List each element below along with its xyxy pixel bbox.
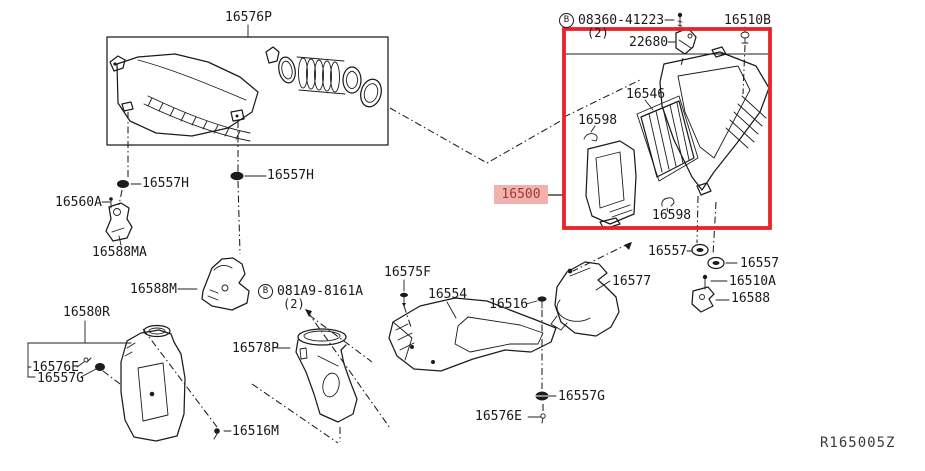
part-label-08360-41223[interactable]: 08360-41223 <box>578 13 665 28</box>
clip-16598-upper <box>583 133 598 142</box>
part-label-16557-left[interactable]: 16557 <box>648 244 688 259</box>
part-label-16510a[interactable]: 16510A <box>729 274 776 289</box>
part-label-16516m[interactable]: 16516M <box>232 424 279 439</box>
part-label-16577[interactable]: 16577 <box>612 274 652 289</box>
part-label-16598-lower[interactable]: 16598 <box>652 208 692 223</box>
part-drawing-16598-bracket <box>585 140 637 230</box>
part-label-16557g-left[interactable]: 16557G <box>37 371 84 386</box>
part-label-16575f[interactable]: 16575F <box>384 265 431 280</box>
centerline-16557g-left <box>102 370 121 385</box>
fastener-16510b <box>740 31 750 44</box>
fastener-16516m <box>213 428 220 440</box>
part-label-16510b[interactable]: 16510B <box>724 13 771 28</box>
bolt-badge-b2: B <box>559 13 574 28</box>
grommet-16557-right <box>707 256 725 270</box>
fastener-16576e-left <box>83 357 92 363</box>
part-label-16557h-left[interactable]: 16557H <box>142 176 189 191</box>
part-label-16588[interactable]: 16588 <box>731 291 771 306</box>
part-label-16576e-left[interactable]: 16576E <box>32 360 79 375</box>
leader-16580r-bracket <box>27 320 132 378</box>
part-label-16588ma[interactable]: 16588MA <box>92 245 147 260</box>
part-drawing-16576p-air-duct <box>109 46 382 142</box>
part-label-16560a[interactable]: 16560A <box>55 195 102 210</box>
part-label-16578p[interactable]: 16578P <box>232 341 279 356</box>
fastener-16516 <box>537 296 547 309</box>
part-label-16557h-right[interactable]: 16557H <box>267 168 314 183</box>
grommet-16557g-left <box>95 363 105 371</box>
grommet-16557-left <box>691 243 709 257</box>
qty-081a9-8161a: (2) <box>283 297 305 311</box>
part-label-16557-right[interactable]: 16557 <box>740 256 780 271</box>
fastener-screw-08360 <box>677 12 683 30</box>
part-drawing-16500-cover <box>659 46 770 196</box>
part-drawing-16588ma-bracket <box>105 202 133 242</box>
part-drawing-16554-duct <box>388 297 557 372</box>
centerlines <box>142 44 746 444</box>
part-drawing-16577-duct <box>550 261 620 337</box>
part-label-16580r[interactable]: 16580R <box>63 305 110 320</box>
part-label-16546[interactable]: 16546 <box>626 87 666 102</box>
part-drawing-16588m-bracket <box>201 257 250 311</box>
part-label-16576p[interactable]: 16576P <box>225 10 272 25</box>
part-drawing-16578p-duct <box>295 328 358 423</box>
clip-16598-lower <box>661 197 675 207</box>
fastener-16576e-mid <box>540 413 546 424</box>
part-label-16516[interactable]: 16516 <box>489 297 529 312</box>
part-label-22680[interactable]: 22680 <box>629 35 669 50</box>
diagram-ref-code: R165005Z <box>820 435 896 451</box>
part-label-16588m[interactable]: 16588M <box>130 282 177 297</box>
assembly-box-16576p <box>106 36 389 146</box>
grommet-16557h-left <box>117 180 129 188</box>
arrowhead-b1 <box>305 309 312 317</box>
part-drawing-16546-filter <box>636 95 699 182</box>
bolt-badge-b1: B <box>258 284 273 299</box>
arrowhead-16577 <box>624 242 632 250</box>
part-label-16554[interactable]: 16554 <box>428 287 468 302</box>
highlighted-part-label-16500[interactable]: 16500 <box>494 185 548 204</box>
grommet-16557h-right <box>230 171 244 181</box>
grommet-16557g-mid <box>535 391 549 401</box>
highlight-box-16500 <box>562 27 772 230</box>
part-drawing-22680-sensor <box>675 27 697 55</box>
fastener-16575f <box>400 292 408 307</box>
part-label-16557g-mid2[interactable]: 16557G <box>558 389 605 404</box>
part-label-16576e-mid[interactable]: 16576E <box>475 409 522 424</box>
part-label-081a9-8161a[interactable]: 081A9-8161A <box>277 284 364 299</box>
part-drawing-16588-bracket <box>691 286 715 313</box>
centerlines-left <box>118 112 241 255</box>
part-label-16598-upper[interactable]: 16598 <box>578 113 618 128</box>
qty-08360-41223: (2) <box>587 26 609 40</box>
